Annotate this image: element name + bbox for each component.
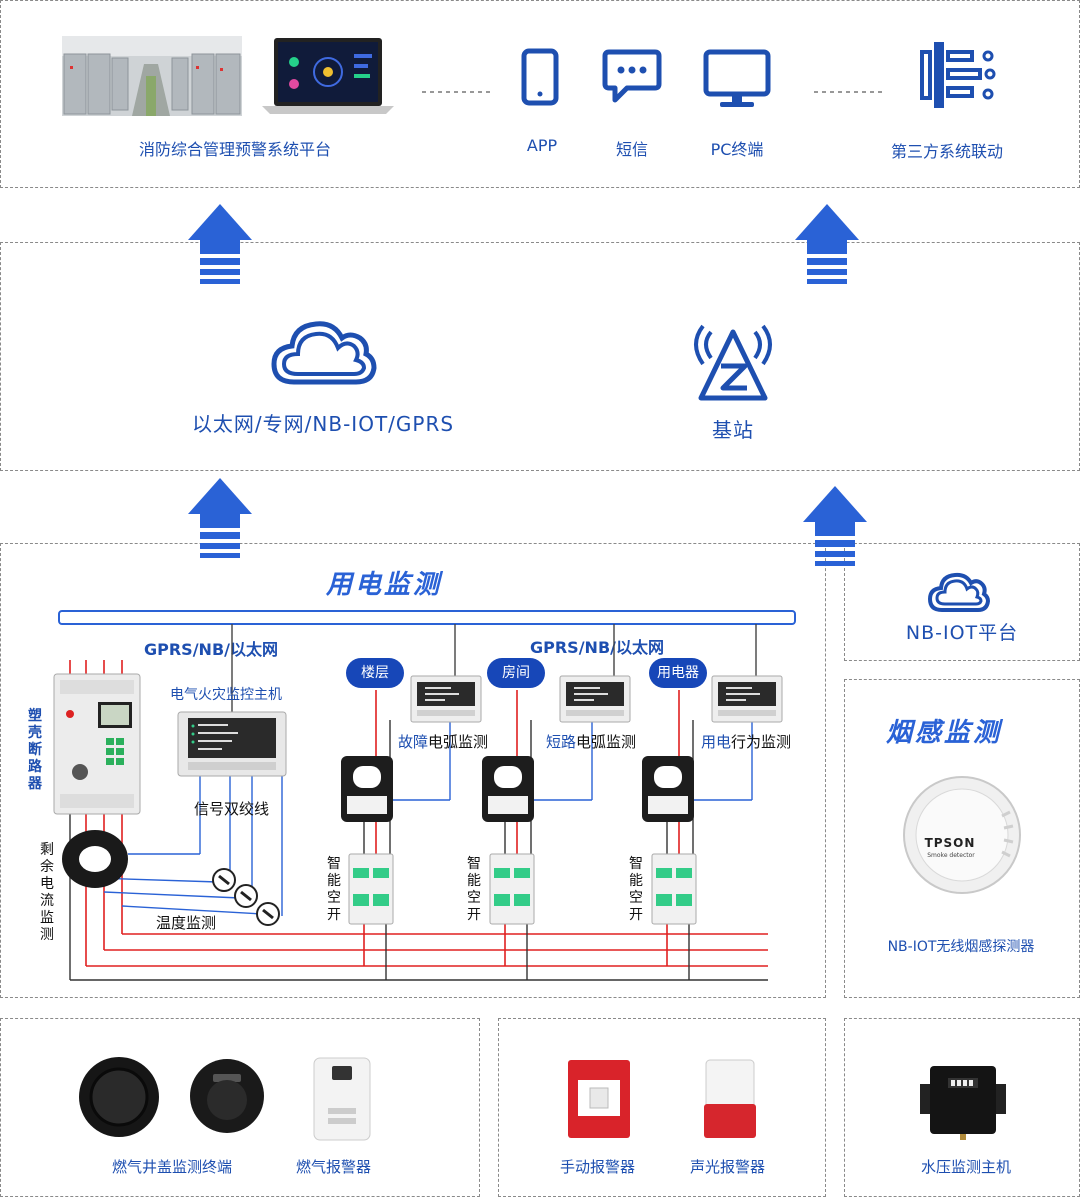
base-station-icon — [694, 324, 772, 401]
gas-manhole-terminal-image — [190, 1059, 264, 1133]
bus-label-right: GPRS/NB/以太网 — [530, 638, 664, 657]
system-linkage-icon — [920, 42, 996, 108]
mobile-phone-icon — [521, 48, 559, 106]
smoke-detector-image — [903, 776, 1021, 894]
temperature-label: 温度监测 — [156, 914, 217, 932]
app-label: APP — [526, 136, 558, 155]
temperature-sensor-image — [212, 868, 280, 926]
short-arc-suffix: 电弧监测 — [576, 733, 637, 751]
fault-arc-label: 故障电弧监测 — [398, 731, 488, 752]
base-station-label: 基站 — [712, 418, 754, 442]
gas-manhole-terminal-image — [79, 1057, 159, 1137]
up-arrow-icon — [188, 478, 252, 558]
power-monitoring-title: 用电监测 — [326, 570, 443, 600]
smart-switch-image — [651, 853, 697, 925]
smart-switch-label: 智能空开 — [467, 856, 481, 923]
third-party-label: 第三方系统联动 — [890, 142, 1003, 161]
smoke-monitoring-title: 烟感监测 — [886, 718, 1003, 748]
nbiot-panel — [844, 543, 1080, 661]
pc-label: PC终端 — [710, 140, 764, 159]
platform-label: 消防综合管理预警系统平台 — [138, 140, 331, 159]
arc-monitor-device-image — [559, 675, 631, 723]
behavior-suffix: 行为监测 — [731, 733, 792, 751]
behavior-prefix: 用电 — [701, 733, 732, 751]
residual-current-label: 剩余电流监测 — [40, 842, 54, 943]
smart-switch-label: 智能空开 — [629, 856, 643, 923]
gas-manhole-label: 燃气井盖监测终端 — [112, 1158, 233, 1176]
short-arc-label: 短路电弧监测 — [546, 731, 636, 752]
smart-switch-image — [348, 853, 394, 925]
dashed-connector-2 — [814, 91, 884, 93]
dashed-connector-1 — [422, 91, 492, 93]
water-panel — [844, 1018, 1080, 1197]
cloud-icon — [271, 321, 377, 385]
laptop-dashboard-image — [262, 38, 394, 114]
twisted-pair-label: 信号双绞线 — [194, 800, 270, 818]
communication-bus — [58, 610, 796, 625]
residual-current-ct-image — [62, 830, 128, 888]
fault-arc-suffix: 电弧监测 — [428, 733, 489, 751]
sms-label: 短信 — [615, 140, 648, 159]
appliance-badge: 用电器 — [649, 658, 707, 688]
nbiot-platform-label: NB-IOT平台 — [905, 622, 1019, 644]
smart-switch-label: 智能空开 — [327, 856, 341, 923]
short-arc-prefix: 短路 — [546, 733, 577, 751]
floor-badge: 楼层 — [346, 658, 404, 688]
host-label: 电气火灾监控主机 — [170, 687, 282, 703]
behavior-monitor-device-image — [711, 675, 783, 723]
network-panel — [0, 242, 1080, 471]
up-arrow-icon — [188, 204, 252, 284]
smoke-brand-sub: Smoke detector — [927, 852, 975, 859]
split-core-ct-image — [341, 756, 393, 822]
breaker-label: 塑壳断路器 — [28, 708, 42, 792]
manual-alarm-label: 手动报警器 — [560, 1158, 636, 1176]
network-types-label: 以太网/专网/NB-IOT/GPRS — [191, 412, 455, 436]
split-core-ct-image — [642, 756, 694, 822]
room-badge: 房间 — [487, 658, 545, 688]
split-core-ct-image — [482, 756, 534, 822]
fire-monitoring-host-image — [177, 711, 287, 777]
fault-arc-prefix: 故障 — [398, 733, 429, 751]
up-arrow-icon — [795, 204, 859, 284]
sms-chat-icon — [602, 49, 662, 103]
cloud-icon — [927, 572, 991, 612]
water-pressure-label: 水压监测主机 — [920, 1158, 1011, 1176]
gas-alarm-image — [313, 1057, 371, 1141]
sound-light-alarm-image — [704, 1059, 756, 1138]
bus-label-left: GPRS/NB/以太网 — [144, 640, 278, 659]
behavior-label: 用电行为监测 — [701, 731, 791, 752]
manual-alarm-image — [568, 1060, 630, 1138]
molded-case-breaker-image — [53, 673, 141, 815]
arc-monitor-device-image — [410, 675, 482, 723]
smoke-brand-label: TPSON — [924, 836, 976, 850]
gas-alarm-label: 燃气报警器 — [296, 1158, 372, 1176]
switchgear-room-image — [62, 36, 242, 116]
pc-monitor-icon — [703, 49, 771, 107]
water-pressure-host-image — [920, 1066, 1006, 1140]
smoke-detector-label: NB-IOT无线烟感探测器 — [887, 939, 1035, 955]
up-arrow-icon — [803, 486, 867, 566]
sound-light-alarm-label: 声光报警器 — [690, 1158, 766, 1176]
alarm-panel — [498, 1018, 826, 1197]
smart-switch-image — [489, 853, 535, 925]
